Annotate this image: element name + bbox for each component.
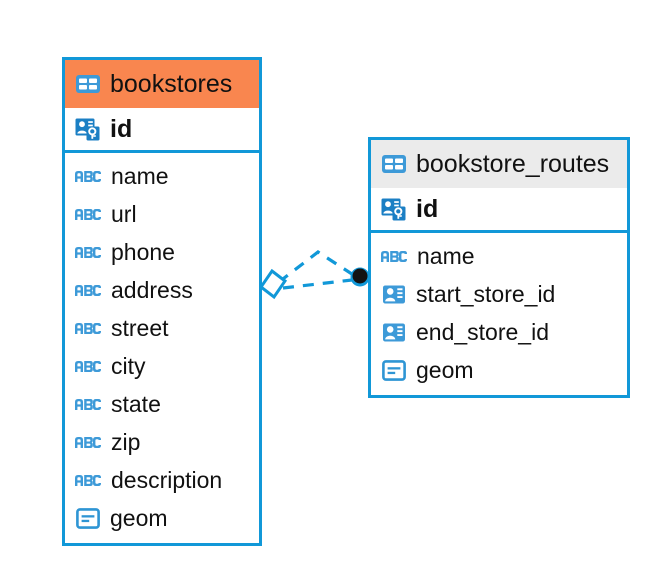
relationship-line-straight: [282, 278, 353, 290]
diamond-marker: [258, 268, 288, 300]
primary-key-row[interactable]: id: [371, 188, 627, 233]
field-label: address: [111, 276, 193, 303]
field-label: name: [417, 242, 475, 269]
primary-key-label: id: [110, 114, 133, 143]
field-label: state: [111, 390, 161, 417]
field-label: street: [111, 314, 169, 341]
blob-geometry-icon: [74, 506, 101, 530]
entity-table-bookstores[interactable]: bookstores id: [62, 57, 262, 546]
abc-text-icon: [380, 246, 408, 266]
abc-text-icon: [74, 166, 102, 186]
field-row-name[interactable]: name: [371, 237, 627, 275]
table-icon: [74, 72, 101, 96]
field-row-name[interactable]: name: [65, 157, 259, 195]
abc-text-icon: [74, 432, 102, 452]
primary-key-icon: [380, 197, 407, 221]
field-list: name url: [65, 153, 259, 541]
field-label: phone: [111, 238, 175, 265]
field-label: city: [111, 352, 146, 379]
field-label: zip: [111, 428, 141, 455]
abc-text-icon: [74, 356, 102, 376]
relationship-line-arc: [278, 250, 356, 284]
field-row-start-store-id[interactable]: start_store_id: [371, 275, 627, 313]
entity-title: bookstore_routes: [416, 149, 610, 178]
field-row-city[interactable]: city: [65, 347, 259, 385]
field-list: name start_store_id: [371, 233, 627, 393]
field-label: end_store_id: [416, 318, 549, 345]
field-label: name: [111, 162, 169, 189]
field-row-geom[interactable]: geom: [371, 351, 627, 389]
primary-key-row[interactable]: id: [65, 108, 259, 153]
abc-text-icon: [74, 318, 102, 338]
abc-text-icon: [74, 204, 102, 224]
field-label: geom: [416, 356, 474, 383]
abc-text-icon: [74, 280, 102, 300]
field-row-zip[interactable]: zip: [65, 423, 259, 461]
entity-header-bookstores: bookstores: [65, 60, 259, 108]
field-row-phone[interactable]: phone: [65, 233, 259, 271]
field-label: description: [111, 466, 223, 493]
blob-geometry-icon: [380, 358, 407, 382]
field-label: url: [111, 200, 137, 227]
filled-circle-marker: [350, 267, 370, 287]
field-row-state[interactable]: state: [65, 385, 259, 423]
field-label: geom: [110, 504, 168, 531]
primary-key-icon: [74, 117, 101, 141]
field-label: start_store_id: [416, 280, 556, 307]
abc-text-icon: [74, 394, 102, 414]
field-row-address[interactable]: address: [65, 271, 259, 309]
entity-title: bookstores: [110, 69, 233, 98]
field-row-url[interactable]: url: [65, 195, 259, 233]
abc-text-icon: [74, 470, 102, 490]
entity-header-bookstore-routes: bookstore_routes: [371, 140, 627, 188]
foreign-key-icon: [380, 320, 407, 344]
field-row-geom[interactable]: geom: [65, 499, 259, 537]
abc-text-icon: [74, 242, 102, 262]
field-row-end-store-id[interactable]: end_store_id: [371, 313, 627, 351]
table-icon: [380, 152, 407, 176]
primary-key-label: id: [416, 194, 439, 223]
field-row-description[interactable]: description: [65, 461, 259, 499]
entity-table-bookstore-routes[interactable]: bookstore_routes id: [368, 137, 630, 398]
field-row-street[interactable]: street: [65, 309, 259, 347]
foreign-key-icon: [380, 282, 407, 306]
